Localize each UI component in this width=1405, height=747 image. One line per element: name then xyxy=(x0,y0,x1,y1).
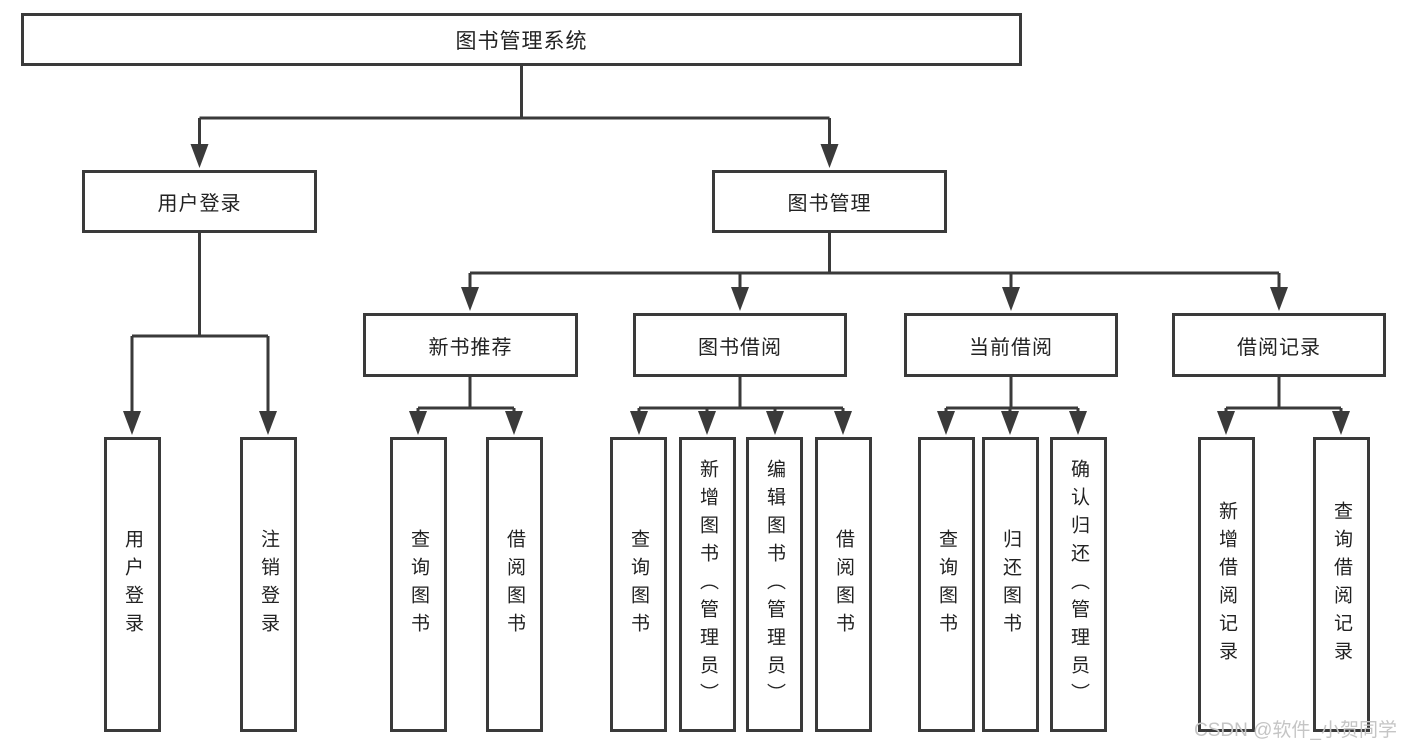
leaf-query-borrow-record-label: 查询借阅记录 xyxy=(1331,500,1352,669)
leaf-current-query-book: 查询图书 xyxy=(918,437,975,732)
leaf-current-query-book-label: 查询图书 xyxy=(936,528,957,641)
leaf-borrow-book: 借阅图书 xyxy=(815,437,872,732)
leaf-add-borrow-record: 新增借阅记录 xyxy=(1198,437,1255,732)
connector-root-to-level2 xyxy=(190,66,839,168)
leaf-edit-book-admin-label: 编辑图书（管理员） xyxy=(764,458,785,711)
connector-book-mgmt-children xyxy=(461,233,1288,311)
node-current-borrow: 当前借阅 xyxy=(904,313,1118,377)
leaf-recommend-query-book: 查询图书 xyxy=(390,437,447,732)
connector-book-borrow-children xyxy=(630,377,852,435)
node-new-book-recommend: 新书推荐 xyxy=(363,313,578,377)
leaf-user-login: 用户登录 xyxy=(104,437,161,732)
connector-user-login-children xyxy=(123,233,277,435)
csdn-watermark: CSDN @软件_小贺同学 xyxy=(1194,720,1397,741)
leaf-confirm-return-admin-label: 确认归还（管理员） xyxy=(1068,458,1089,711)
node-user-login-label: 用户登录 xyxy=(157,193,242,215)
node-library-system: 图书管理系统 xyxy=(21,13,1022,66)
connector-new-book-children xyxy=(409,377,523,435)
node-new-book-recommend-label: 新书推荐 xyxy=(428,336,513,359)
leaf-logout: 注销登录 xyxy=(240,437,297,732)
leaf-logout-label: 注销登录 xyxy=(258,528,279,641)
node-book-borrow: 图书借阅 xyxy=(633,313,847,377)
leaf-query-borrow-record: 查询借阅记录 xyxy=(1313,437,1370,732)
leaf-add-borrow-record-label: 新增借阅记录 xyxy=(1216,500,1237,669)
node-user-login: 用户登录 xyxy=(82,170,317,233)
node-book-borrow-label: 图书借阅 xyxy=(698,336,782,359)
node-book-management-label: 图书管理 xyxy=(787,193,872,215)
node-library-system-label: 图书管理系统 xyxy=(455,29,588,53)
leaf-add-book-admin: 新增图书（管理员） xyxy=(679,437,736,732)
leaf-recommend-borrow-book: 借阅图书 xyxy=(486,437,543,732)
connector-current-borrow-children xyxy=(937,377,1087,435)
leaf-user-login-label: 用户登录 xyxy=(122,528,143,641)
leaf-add-book-admin-label: 新增图书（管理员） xyxy=(697,458,718,711)
node-current-borrow-label: 当前借阅 xyxy=(969,336,1053,359)
node-borrow-record: 借阅记录 xyxy=(1172,313,1386,377)
leaf-confirm-return-admin: 确认归还（管理员） xyxy=(1050,437,1107,732)
leaf-edit-book-admin: 编辑图书（管理员） xyxy=(746,437,803,732)
node-borrow-record-label: 借阅记录 xyxy=(1237,336,1321,359)
leaf-borrow-book-label: 借阅图书 xyxy=(833,528,854,641)
leaf-borrow-query-book: 查询图书 xyxy=(610,437,667,732)
leaf-return-book-label: 归还图书 xyxy=(1000,528,1021,641)
leaf-return-book: 归还图书 xyxy=(982,437,1039,732)
node-book-management: 图书管理 xyxy=(712,170,947,233)
leaf-borrow-query-book-label: 查询图书 xyxy=(628,528,649,641)
leaf-recommend-borrow-book-label: 借阅图书 xyxy=(504,528,525,641)
leaf-recommend-query-book-label: 查询图书 xyxy=(408,528,429,641)
connector-borrow-record-children xyxy=(1217,377,1350,435)
